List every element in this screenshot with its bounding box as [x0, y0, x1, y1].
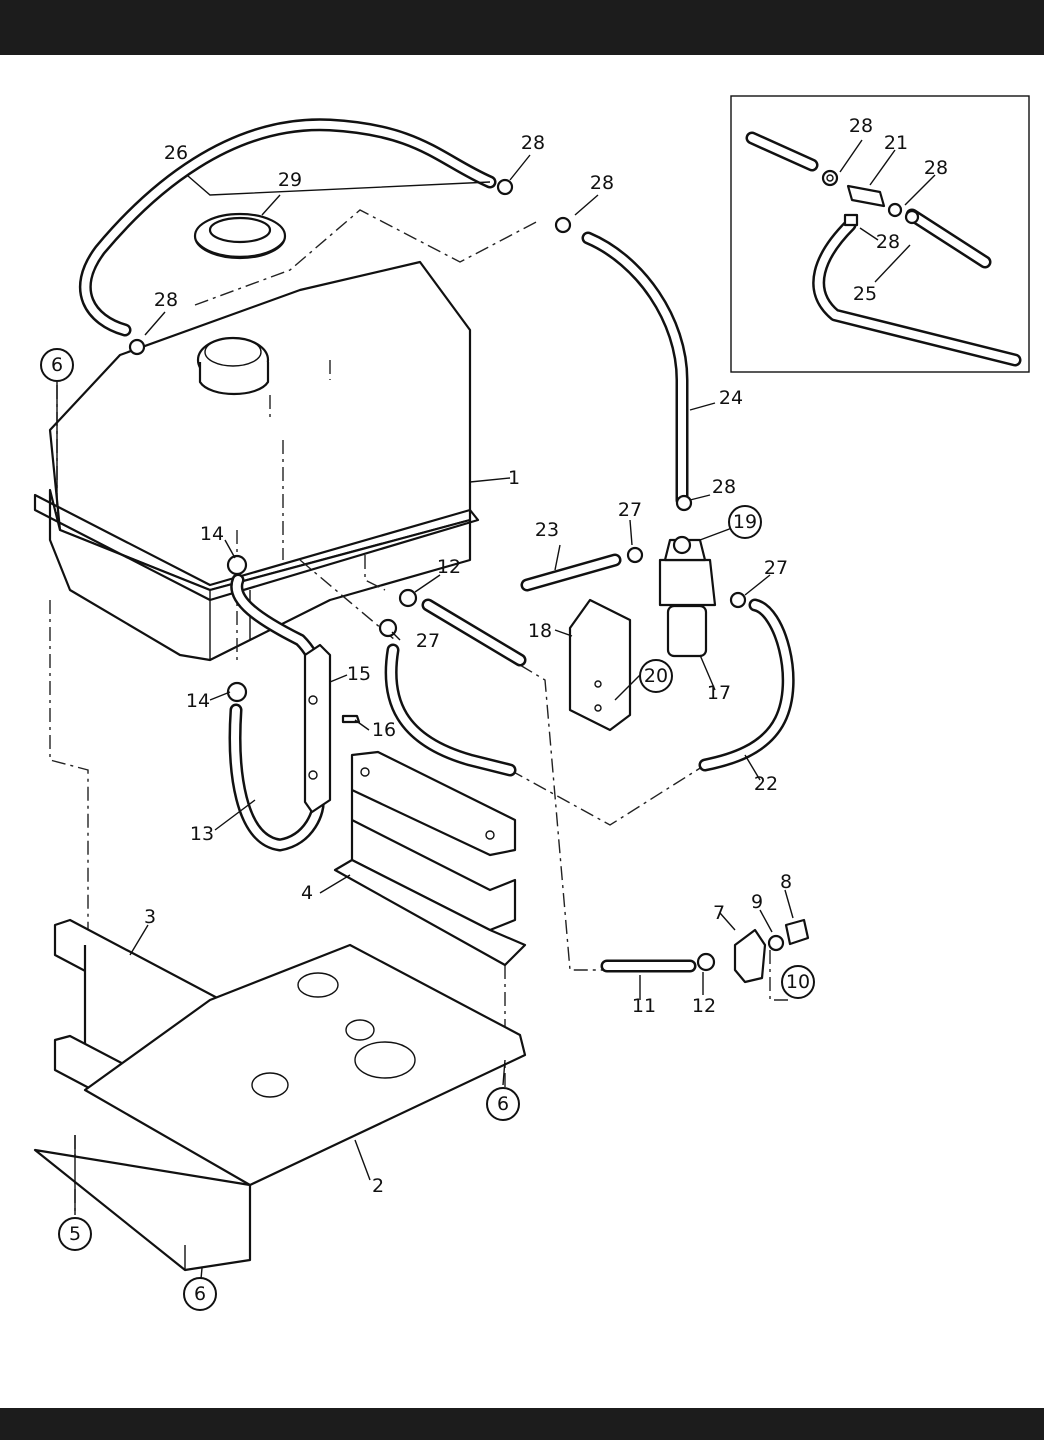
bracket-18	[568, 598, 632, 732]
part-labels: 1 2 3 4 5 6 6 6 7 8 9 10 11 12 12 13 14 …	[51, 115, 948, 1305]
drain-parts	[696, 918, 810, 984]
part-label-15: 15	[347, 663, 371, 685]
hose-26	[78, 118, 497, 337]
clamps-14	[226, 554, 248, 703]
part-label-17: 17	[707, 682, 731, 704]
part-label-6-base: 6	[194, 1283, 206, 1305]
hose-22	[698, 598, 795, 772]
header-bar	[0, 0, 1044, 55]
part-label-28-e: 28	[849, 115, 873, 137]
bracket-4	[333, 750, 527, 967]
part-label-2: 2	[372, 1175, 384, 1197]
leader-lines	[56, 139, 936, 1291]
part-label-18: 18	[528, 620, 552, 642]
hose-under-tank	[384, 598, 527, 777]
part-label-25: 25	[853, 283, 877, 305]
part-label-28-b: 28	[590, 172, 614, 194]
part-label-28-f: 28	[924, 157, 948, 179]
part-label-28-c: 28	[154, 289, 178, 311]
part-label-22: 22	[754, 773, 778, 795]
part-label-14-lower: 14	[186, 690, 210, 712]
clamps-27-28	[128, 178, 747, 609]
fuel-filter-17	[658, 535, 717, 658]
part-label-13: 13	[190, 823, 214, 845]
part-label-6-plate: 6	[497, 1093, 509, 1115]
hose-23	[520, 553, 622, 592]
part-label-12-upper: 12	[437, 556, 461, 578]
clamps-12-27	[378, 588, 418, 638]
part-label-16: 16	[372, 719, 396, 741]
part-label-21: 21	[884, 132, 908, 154]
inset-detail	[730, 95, 1030, 373]
part-label-23: 23	[535, 519, 559, 541]
part-label-9: 9	[751, 891, 763, 913]
part-label-20: 20	[644, 665, 668, 687]
part-label-28-a: 28	[521, 132, 545, 154]
part-label-27-a: 27	[416, 630, 440, 652]
part-label-11: 11	[632, 995, 656, 1017]
part-label-1: 1	[508, 467, 520, 489]
part-label-10: 10	[786, 971, 810, 993]
part-label-5: 5	[69, 1223, 81, 1245]
part-label-3: 3	[144, 906, 156, 928]
footer-bar	[0, 1408, 1044, 1440]
base-plate-2	[33, 943, 527, 1272]
label-circles	[40, 348, 815, 1311]
part-label-26: 26	[164, 142, 188, 164]
bracket-15	[303, 643, 332, 814]
part-label-27-b: 27	[618, 499, 642, 521]
part-label-27-c: 27	[764, 557, 788, 579]
part-label-4: 4	[301, 882, 313, 904]
part-label-24: 24	[719, 387, 743, 409]
part-label-7: 7	[713, 902, 725, 924]
hose-24	[581, 231, 689, 507]
part-label-28-d: 28	[712, 476, 736, 498]
part-label-19: 19	[733, 511, 757, 533]
part-label-12-lower: 12	[692, 995, 716, 1017]
part-label-8: 8	[780, 871, 792, 893]
part-label-28-g: 28	[876, 231, 900, 253]
part-label-6-tank: 6	[51, 354, 63, 376]
part-label-14-upper: 14	[200, 523, 224, 545]
strainer-29	[193, 212, 287, 260]
part-label-29: 29	[278, 169, 302, 191]
